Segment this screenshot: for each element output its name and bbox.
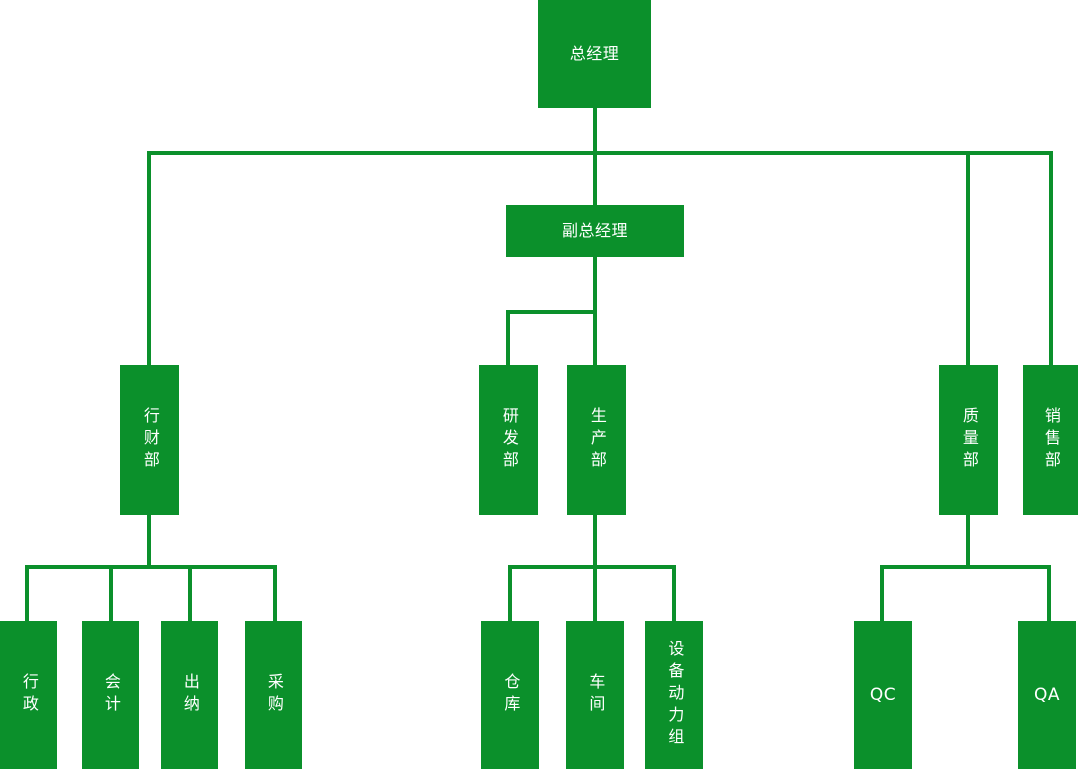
- node-admin-finance-dept[interactable]: 行财部: [120, 365, 179, 515]
- connector-drop-qc: [880, 565, 884, 622]
- connector-left-bus: [25, 565, 277, 569]
- connector-drop-rd: [506, 310, 510, 365]
- connector-drop-purchasing: [273, 565, 277, 622]
- connector-deputy-bus: [506, 310, 597, 314]
- connector-drop-quality: [966, 151, 970, 365]
- connector-drop-warehouse: [508, 565, 512, 622]
- node-rd-dept[interactable]: 研发部: [479, 365, 538, 515]
- node-sales-dept[interactable]: 销售部: [1023, 365, 1078, 515]
- connector-drop-admin-finance: [147, 151, 151, 365]
- node-quality-dept[interactable]: 质量部: [939, 365, 998, 515]
- node-equipment-power-group[interactable]: 设备动力组: [645, 621, 703, 769]
- node-general-manager[interactable]: 总经理: [538, 0, 651, 108]
- connector-middle-bus: [508, 565, 676, 569]
- connector-drop-deputy: [593, 151, 597, 206]
- connector-drop-equipment-power: [672, 565, 676, 622]
- node-qc[interactable]: QC: [854, 621, 912, 769]
- connector-main-bus: [147, 151, 1053, 155]
- connector-drop-cashier: [188, 565, 192, 622]
- connector-drop-workshop: [593, 565, 597, 622]
- connector-drop-accounting: [109, 565, 113, 622]
- node-workshop[interactable]: 车间: [566, 621, 624, 769]
- connector-right-bus: [880, 565, 1051, 569]
- connector-production-stem: [593, 515, 597, 569]
- node-deputy-general-manager[interactable]: 副总经理: [506, 205, 684, 257]
- node-cashier[interactable]: 出纳: [161, 621, 218, 769]
- connector-drop-administration: [25, 565, 29, 622]
- node-purchasing[interactable]: 采购: [245, 621, 302, 769]
- connector-drop-qa: [1047, 565, 1051, 622]
- node-warehouse[interactable]: 仓库: [481, 621, 539, 769]
- node-production-dept[interactable]: 生产部: [567, 365, 626, 515]
- connector-gm-stem: [593, 108, 597, 155]
- connector-drop-sales: [1049, 151, 1053, 365]
- connector-admin-finance-stem: [147, 515, 151, 569]
- node-administration[interactable]: 行政: [0, 621, 57, 769]
- node-qa[interactable]: QA: [1018, 621, 1076, 769]
- connector-quality-stem: [966, 515, 970, 569]
- node-accounting[interactable]: 会计: [82, 621, 139, 769]
